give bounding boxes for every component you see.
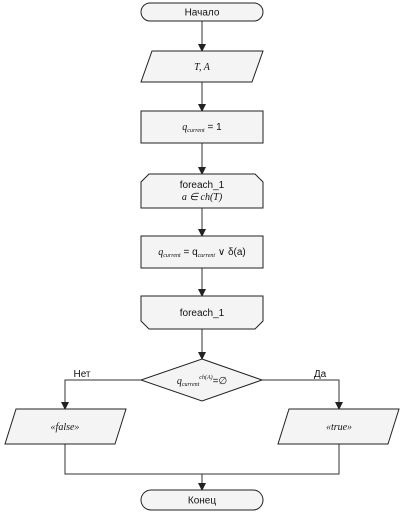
- start-terminator: Начало: [140, 2, 264, 22]
- loop-start-line2: a ∈ ch(T): [182, 192, 223, 203]
- loop-end-block: foreach_1: [140, 295, 264, 330]
- start-label: Начало: [185, 8, 220, 19]
- output-false-shape: [4, 408, 127, 445]
- assign1-text: qcurrent = 1: [182, 122, 222, 134]
- end-shape: [140, 489, 264, 511]
- input-block: T, A: [140, 50, 264, 83]
- input-shape: [140, 50, 264, 83]
- arrow-decision-yes: [262, 379, 343, 410]
- output-true-block: «true»: [277, 408, 400, 445]
- loop-end-shape: [140, 295, 264, 330]
- start-shape: [140, 2, 264, 22]
- decision-block: qcurrentch(A)=∅: [139, 358, 264, 402]
- assign1-block: qcurrent = 1: [140, 110, 264, 144]
- output-true-label: «true»: [326, 422, 352, 433]
- loop-start-line1: foreach_1: [180, 180, 225, 191]
- input-label: T, A: [194, 62, 211, 73]
- decision-text: qcurrentch(A)=∅: [177, 374, 227, 388]
- assign1-shape: [140, 110, 264, 144]
- arrow-decision-no: [61, 379, 141, 410]
- loop-start-shape: [140, 173, 264, 209]
- output-false-block: «false»: [4, 408, 127, 445]
- output-true-shape: [277, 408, 400, 445]
- end-terminator: Конец: [140, 489, 264, 511]
- merge-line: [64, 444, 340, 475]
- output-false-label: «false»: [51, 422, 80, 433]
- connectors: [61, 21, 343, 491]
- end-label: Конец: [188, 496, 216, 507]
- assign2-shape: [140, 235, 264, 269]
- assign2-block: qcurrent = qcurrent ∨ δ(a): [140, 235, 264, 269]
- decision-shape: [139, 358, 264, 402]
- loop-end-label: foreach_1: [180, 308, 225, 319]
- branch-no-label: Нет: [73, 369, 90, 380]
- branch-yes-label: Да: [314, 369, 327, 380]
- assign2-text: qcurrent = qcurrent ∨ δ(a): [158, 247, 246, 259]
- loop-start-block: foreach_1 a ∈ ch(T): [140, 173, 264, 209]
